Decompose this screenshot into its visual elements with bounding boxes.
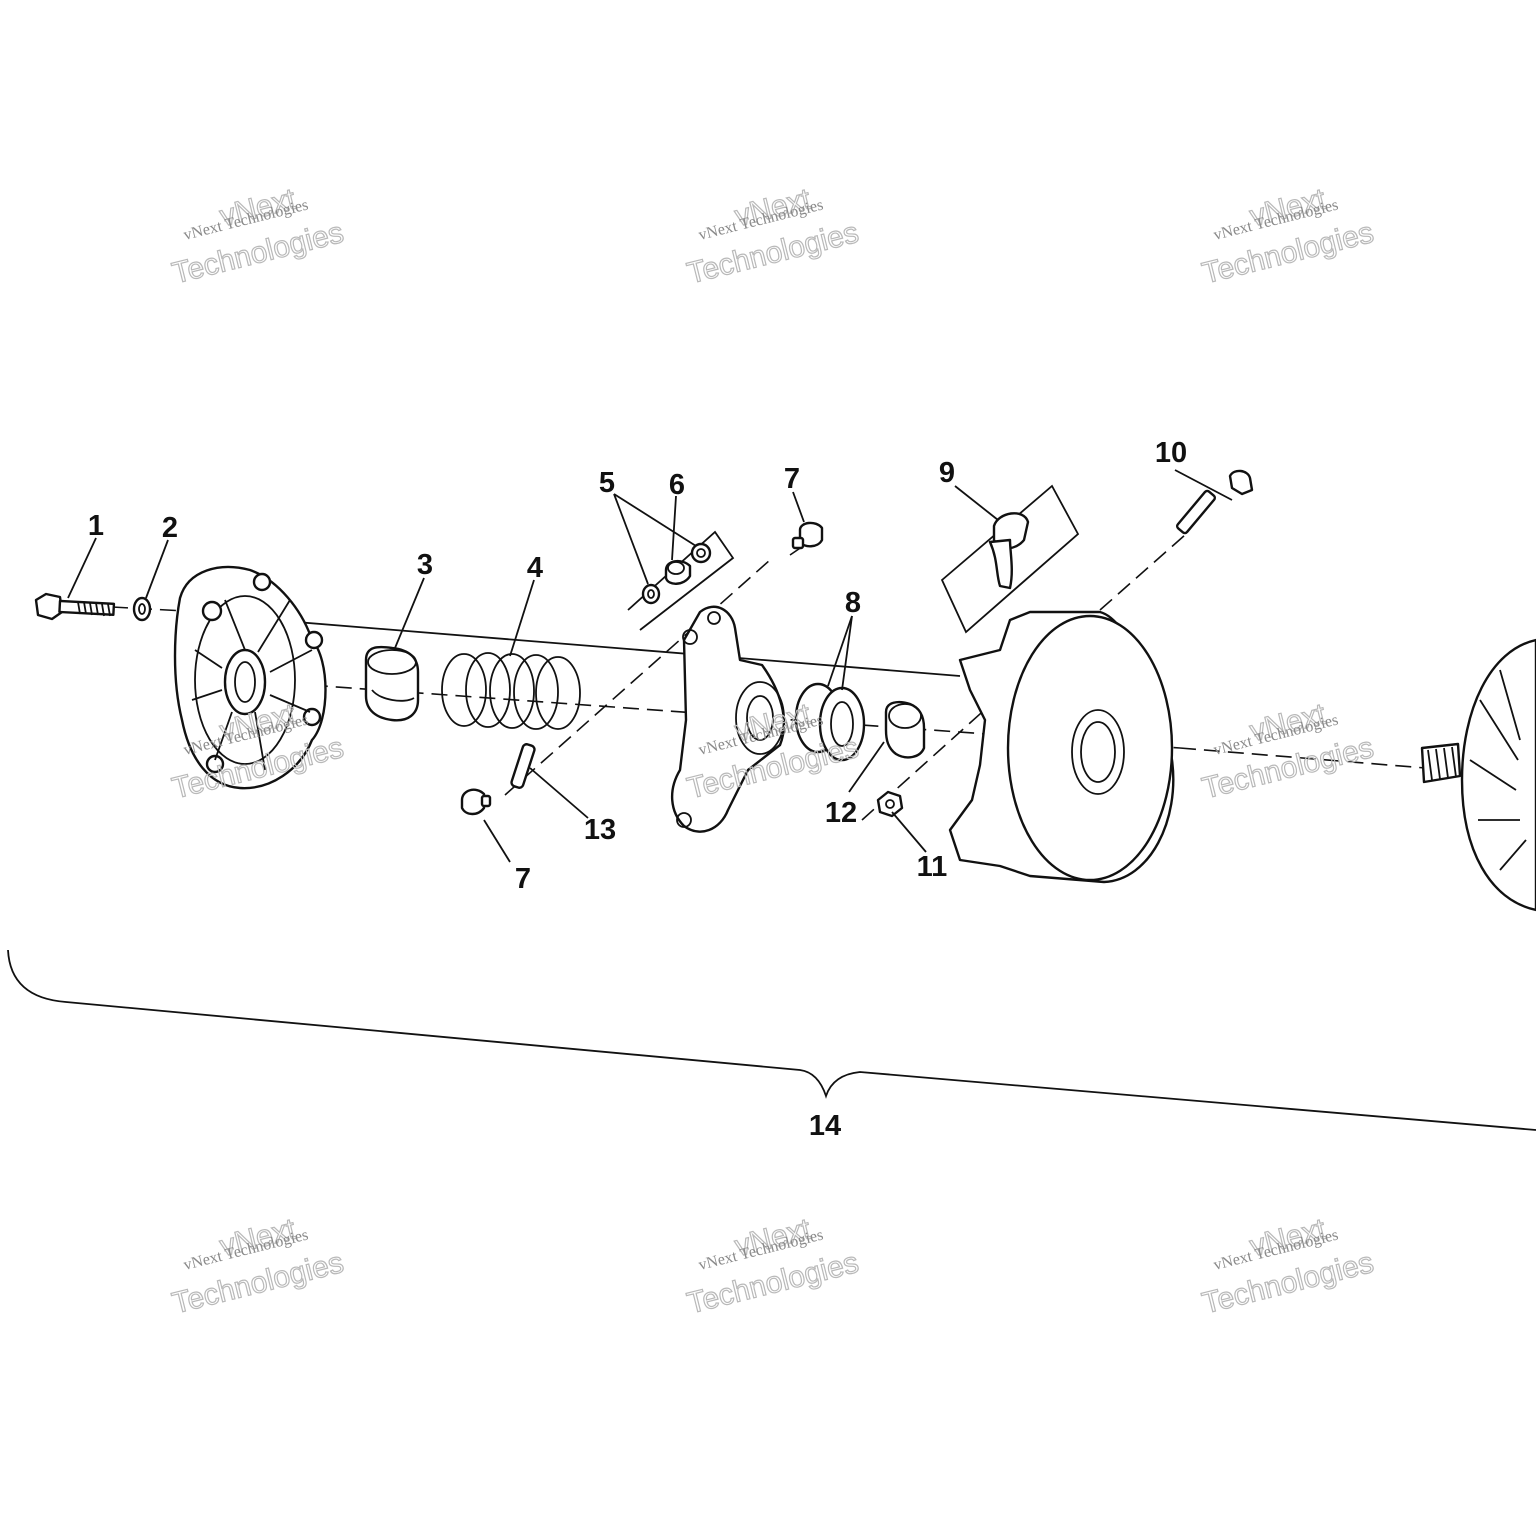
watermark-bottom-center: vNext vNext Technologies Technologies (683, 1212, 862, 1321)
nut (876, 790, 904, 818)
watermark-bottom-right: vNext vNext Technologies Technologies (1198, 1212, 1377, 1321)
washer (132, 596, 152, 622)
callout-8: 8 (845, 587, 861, 619)
fixed-sheave (1420, 638, 1536, 912)
watermark-top-left: vNext vNext Technologies Technologies (168, 182, 347, 291)
callout-13: 13 (584, 814, 616, 846)
callout-5: 5 (599, 467, 615, 499)
sleeve (884, 700, 926, 759)
bushing-sleeve (364, 645, 420, 722)
leader-lines (67, 469, 1233, 863)
watermark-top-center: vNext vNext Technologies Technologies (683, 182, 862, 291)
callout-3: 3 (417, 549, 433, 581)
long-bolt (1176, 469, 1254, 535)
pin-top (791, 521, 824, 550)
callout-10: 10 (1155, 437, 1187, 469)
cover-plate (173, 565, 327, 790)
moveable-sheave (948, 610, 1175, 884)
roller-group (627, 530, 735, 631)
pin-bottom (460, 788, 492, 816)
callout-labels: 1 2 3 4 5 6 7 7 8 9 10 11 12 13 14 (88, 437, 1187, 1142)
assembly-brace (7, 949, 1536, 1131)
bolt (34, 592, 116, 621)
callout-7-top: 7 (784, 463, 800, 495)
watermark-mid-right: vNext vNext Technologies Technologies (1198, 697, 1377, 806)
cam-weight (940, 484, 1080, 634)
callout-1: 1 (88, 510, 104, 542)
spring (441, 652, 581, 730)
callout-4: 4 (527, 552, 543, 584)
watermark-top-right: vNext vNext Technologies Technologies (1198, 182, 1377, 291)
spider-hub (670, 605, 786, 833)
callout-2: 2 (162, 512, 178, 544)
callout-12: 12 (825, 797, 857, 829)
callout-11: 11 (917, 851, 948, 883)
callout-6: 6 (669, 469, 685, 501)
callout-9: 9 (939, 457, 955, 489)
callout-7-bottom: 7 (515, 863, 531, 895)
watermark-bottom-left: vNext vNext Technologies Technologies (168, 1212, 347, 1321)
callout-14: 14 (809, 1110, 841, 1142)
dowel (510, 743, 536, 789)
